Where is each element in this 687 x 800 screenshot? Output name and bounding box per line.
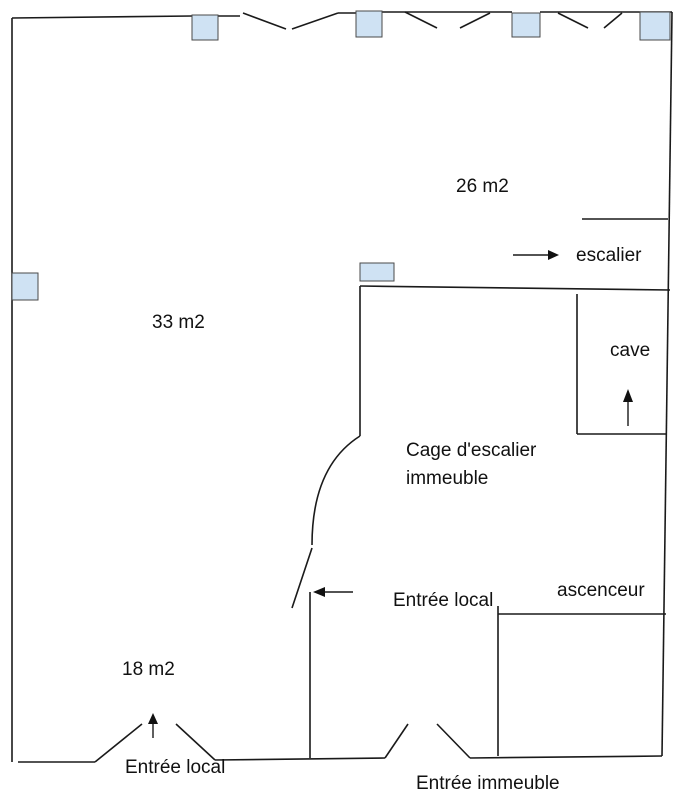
building-door-left-leaf xyxy=(384,723,409,759)
street-door-left-leaf xyxy=(94,723,143,763)
stairwell-top-wall xyxy=(359,285,671,291)
stairwell-label-line1: Cage d'escalier xyxy=(406,440,537,461)
arrows xyxy=(148,250,633,738)
arrow-icon xyxy=(513,250,559,260)
bottom-wall-mid xyxy=(214,757,386,761)
inner-door-leaf xyxy=(291,547,313,609)
window-icon xyxy=(191,14,219,41)
shop-entrance-inner-label: Entrée local xyxy=(393,590,493,611)
window-icon xyxy=(511,12,541,38)
top-opening-3c xyxy=(603,12,623,29)
window-opening-segments xyxy=(218,11,640,30)
area-label-33: 33 m2 xyxy=(152,312,205,333)
top-wall-left xyxy=(11,15,193,19)
window-icon xyxy=(11,272,39,301)
labels: 26 m2 33 m2 18 m2 escalier cave Cage d'e… xyxy=(122,176,650,794)
building-door-right-leaf xyxy=(436,723,471,759)
top-opening-2b xyxy=(404,11,438,29)
doors xyxy=(94,547,471,763)
street-door-right-leaf xyxy=(175,723,216,761)
building-entrance-label: Entrée immeuble xyxy=(416,773,560,794)
area-label-18: 18 m2 xyxy=(122,659,175,680)
window-icon xyxy=(639,11,671,41)
top-opening-3b xyxy=(557,12,589,29)
window-icon xyxy=(359,262,395,282)
area-label-26: 26 m2 xyxy=(456,176,509,197)
windows xyxy=(11,10,671,301)
window-icon xyxy=(355,10,383,38)
top-opening-1b xyxy=(242,12,287,30)
stairs-label: escalier xyxy=(576,245,642,266)
bottom-wall-right xyxy=(469,755,663,759)
right-wall xyxy=(661,11,673,757)
shop-entrance-street-label: Entrée local xyxy=(125,757,225,778)
interior-walls xyxy=(309,218,671,758)
arrow-icon xyxy=(623,389,633,426)
top-opening-1c xyxy=(291,12,339,30)
elevator-label: ascenceur xyxy=(557,580,645,601)
stairwell-label-line2: immeuble xyxy=(406,468,488,489)
arrow-icon xyxy=(313,587,353,597)
stairwell-curved-wall xyxy=(311,435,361,546)
cellar-label: cave xyxy=(610,340,650,361)
arrow-icon xyxy=(148,713,158,738)
top-opening-2c xyxy=(459,12,491,29)
outer-walls xyxy=(11,11,673,763)
